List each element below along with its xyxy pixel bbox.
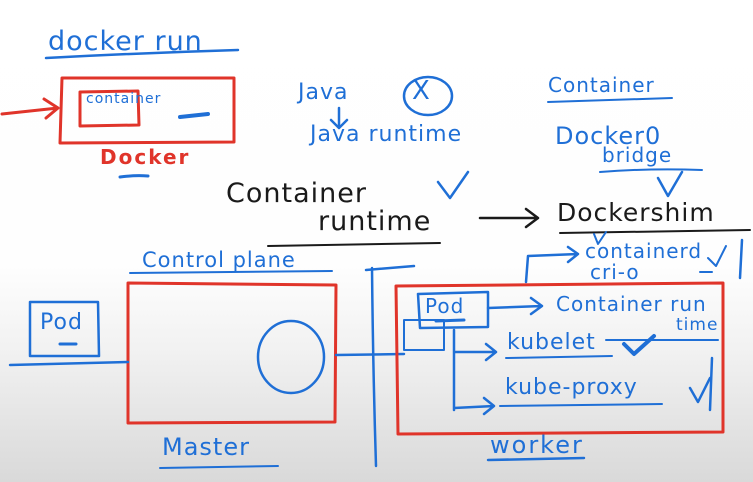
kubelet-check xyxy=(622,334,656,356)
dockershim-underline xyxy=(559,229,751,234)
pod-left-label: Pod xyxy=(40,310,83,335)
containerd-label: containerd xyxy=(585,239,703,263)
java-runtime-label: Java runtime xyxy=(310,122,463,147)
container-top-underline xyxy=(547,97,673,103)
docker-run-underline xyxy=(44,48,240,60)
container-inner-box xyxy=(78,89,141,128)
right-margin-line xyxy=(738,238,744,280)
small-square xyxy=(403,319,445,351)
container-dash xyxy=(178,112,210,119)
java-label: Java xyxy=(298,80,349,105)
dockershim-label: Dockershim xyxy=(557,198,715,227)
worker-underline xyxy=(486,456,586,462)
master-underline xyxy=(159,465,279,469)
docker0-label: Docker0 xyxy=(555,122,662,150)
control-plane-underline xyxy=(129,270,333,274)
worker-label: worker xyxy=(490,431,584,459)
bridge-label: bridge xyxy=(602,143,673,167)
time-label: time xyxy=(676,315,719,335)
master-box xyxy=(126,281,338,425)
container-runtime-label: Container run xyxy=(556,292,707,316)
worker-right-line xyxy=(708,356,714,412)
cri-o-label: cri-o xyxy=(590,260,640,284)
kube-proxy-underline xyxy=(499,403,663,407)
docker-underline xyxy=(118,174,150,179)
container-runtime-title-line1: Container xyxy=(226,178,367,209)
kubelet-label: kubelet xyxy=(507,330,596,355)
to-dockershim-arrow xyxy=(478,207,540,229)
container-heading: Container xyxy=(548,73,655,97)
worker-trunk xyxy=(452,328,498,416)
dockershim-check xyxy=(593,231,607,245)
api-circle xyxy=(256,319,326,395)
docker-label: Docker xyxy=(100,145,191,169)
control-plane-label: Control plane xyxy=(142,248,296,272)
pod-worker-label: Pod xyxy=(425,294,465,318)
runtime-check xyxy=(436,170,470,200)
master-label: Master xyxy=(162,433,250,461)
worker-box xyxy=(394,281,725,436)
container-inner-label: container xyxy=(86,91,162,107)
pod-worker-box xyxy=(416,290,490,330)
kubelet-underline xyxy=(505,355,613,359)
master-worker-connector xyxy=(334,352,406,357)
runtime-underline xyxy=(267,242,441,247)
pod-to-container-arrow xyxy=(486,296,544,316)
docker-outer-box xyxy=(58,76,236,145)
x-mark: X xyxy=(412,76,431,106)
pod-connect-line xyxy=(8,360,130,367)
bridge-underline xyxy=(599,168,703,173)
vertical-separator xyxy=(370,266,378,468)
x-circle xyxy=(402,75,454,117)
kube-proxy-check xyxy=(688,376,712,404)
kube-proxy-label: kube-proxy xyxy=(505,375,638,400)
separator-top xyxy=(364,264,416,272)
pod-left-box xyxy=(28,300,101,358)
container-runtime-title-line2: runtime xyxy=(318,206,432,237)
docker-run-label: docker run xyxy=(48,26,203,57)
containerd-bracket xyxy=(524,245,580,284)
incoming-arrow xyxy=(0,97,60,120)
java-down-arrow xyxy=(329,106,349,130)
bridge-check xyxy=(656,170,684,198)
containerd-check xyxy=(707,245,727,267)
